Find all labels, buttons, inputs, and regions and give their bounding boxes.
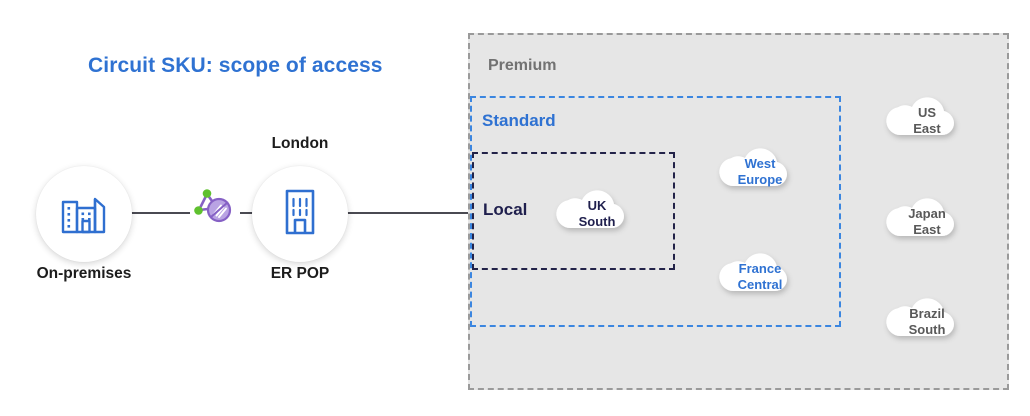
erpop-node: [252, 166, 348, 262]
region-cloud-west-europe: West Europe: [712, 138, 808, 198]
region-label: UK South: [578, 198, 616, 229]
local-scope-box: [472, 152, 675, 270]
region-cloud-uk-south: UK South: [549, 180, 645, 240]
region-cloud-brazil-south: Brazil South: [879, 288, 975, 348]
region-label: Brazil South: [908, 306, 946, 337]
expressroute-icon: [190, 184, 236, 230]
region-label: France Central: [737, 261, 783, 292]
link-onprem-to-connector: [130, 212, 190, 214]
region-cloud-japan-east: Japan East: [879, 188, 975, 248]
single-building-icon: [275, 185, 325, 244]
link-erpop-to-cloud: [346, 212, 473, 214]
region-label: West Europe: [737, 156, 783, 187]
standard-label: Standard: [482, 111, 556, 130]
onpremises-node: [36, 166, 132, 262]
erpop-location-label: London: [271, 135, 329, 152]
office-buildings-icon: [57, 185, 111, 244]
link-connector-to-erpop: [240, 212, 254, 214]
standard-scope-box: [470, 96, 841, 327]
region-cloud-us-east: US East: [879, 87, 975, 147]
region-label: Japan East: [908, 206, 946, 237]
region-cloud-france-central: France Central: [712, 243, 808, 303]
region-label: US East: [913, 105, 941, 136]
erpop-label: ER POP: [270, 265, 330, 282]
premium-label: Premium: [488, 57, 557, 74]
page-title: Circuit SKU: scope of access: [88, 54, 383, 77]
local-label: Local: [483, 200, 528, 219]
onpremises-label: On-premises: [36, 265, 132, 282]
